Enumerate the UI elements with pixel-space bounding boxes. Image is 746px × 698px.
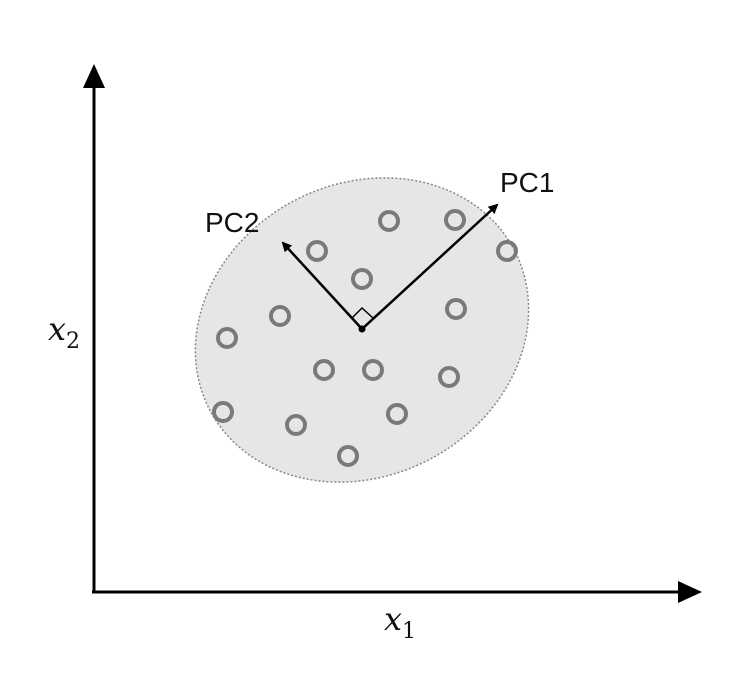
data-point <box>496 240 518 262</box>
right-angle-marker <box>351 306 374 319</box>
data-point <box>445 298 467 320</box>
data-point <box>212 401 234 423</box>
data-point <box>216 327 238 349</box>
data-point <box>444 209 466 231</box>
data-point <box>362 359 384 381</box>
pc-vectors <box>281 203 499 333</box>
data-point <box>438 366 460 388</box>
pc2-label: PC2 <box>205 207 259 238</box>
data-point <box>378 210 400 232</box>
data-point <box>306 240 328 262</box>
axes <box>83 64 702 603</box>
x-axis-label: x1 <box>384 600 416 644</box>
pc2-arrow <box>281 241 363 330</box>
pc1-arrow <box>361 203 499 330</box>
data-point <box>269 305 291 327</box>
data-point <box>386 403 408 425</box>
pc1-label: PC1 <box>500 167 554 198</box>
data-point <box>351 268 373 290</box>
data-point <box>337 445 359 467</box>
data-point <box>313 359 335 381</box>
x-axis-arrowhead <box>678 581 702 603</box>
data-point <box>285 414 307 436</box>
data-points <box>212 209 518 467</box>
origin-dot <box>358 325 366 333</box>
y-axis-label: x2 <box>48 310 80 354</box>
y-axis-arrowhead <box>83 64 105 88</box>
